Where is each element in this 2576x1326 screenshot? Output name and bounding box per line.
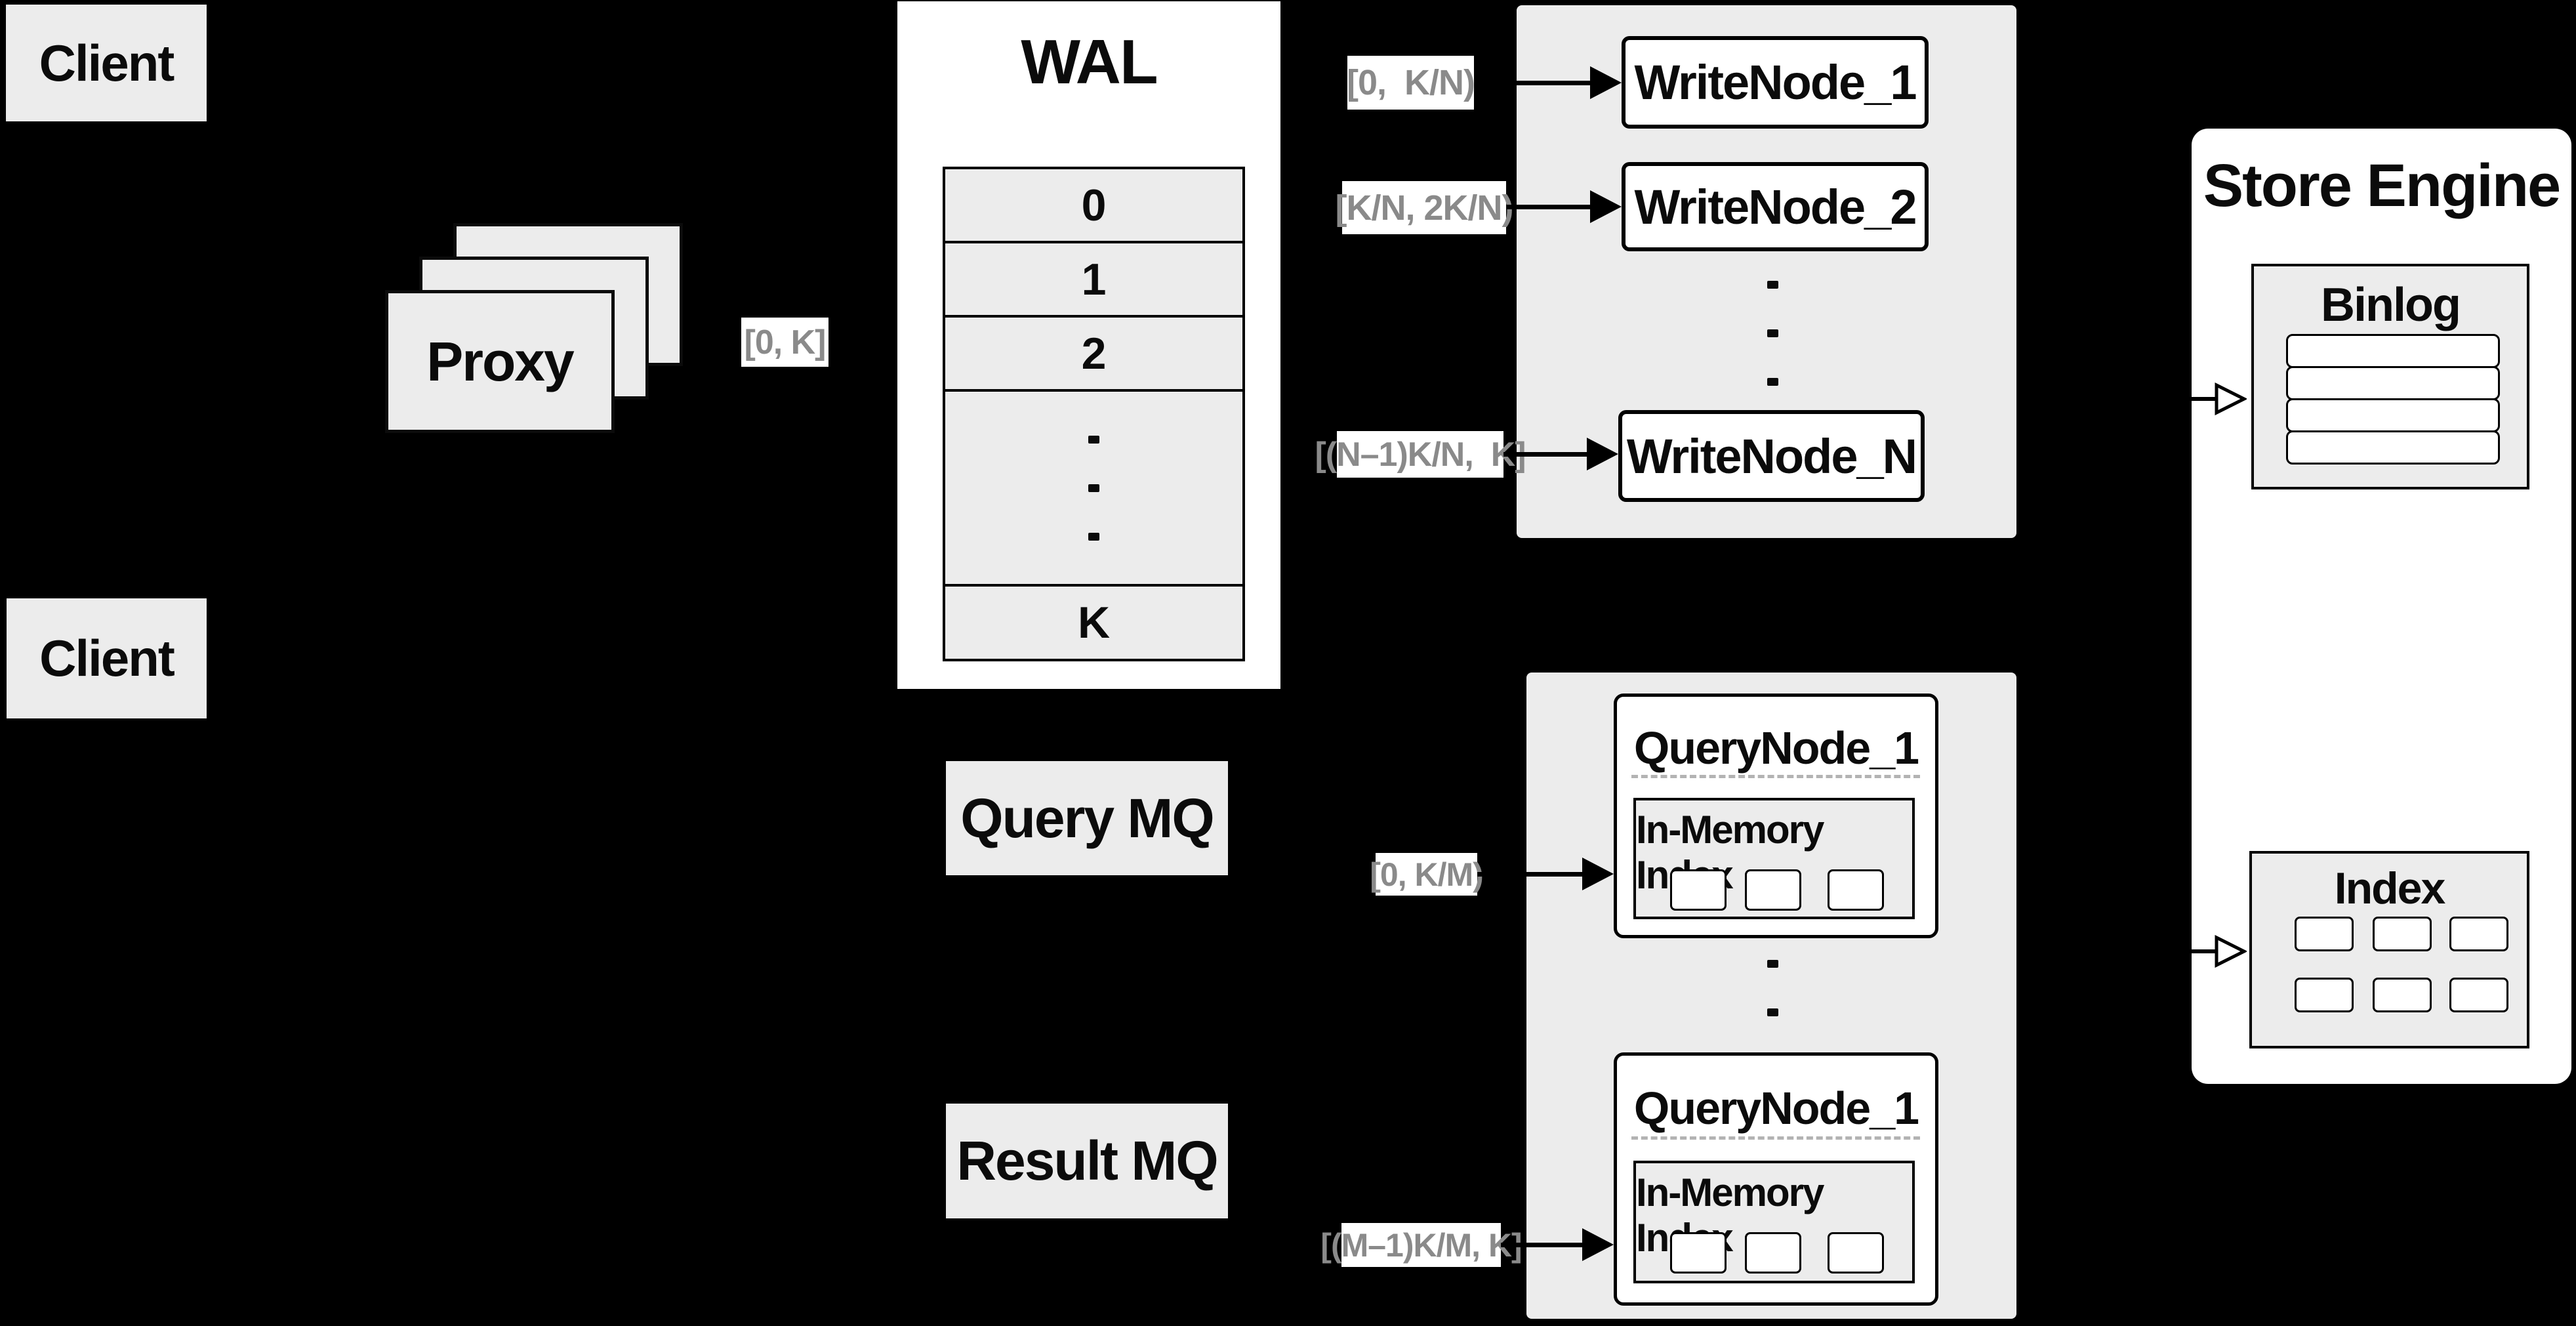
write-node-1-label: WriteNode_1 — [1634, 55, 1917, 110]
range-label-write-n: [(N–1)K/N, K] — [1315, 431, 1526, 478]
segment-cell — [1828, 869, 1884, 911]
result-mq-box: Result MQ — [946, 1104, 1228, 1218]
range-label-write-2: [K/N, 2K/N) — [1336, 181, 1514, 234]
range-label-proxy-out: [0, K] — [741, 318, 828, 367]
arrow-write-1 — [1474, 81, 1590, 85]
open-arrow-index-icon — [2186, 935, 2247, 968]
open-arrow-binlog-icon — [2186, 383, 2247, 415]
store-engine-title: Store Engine — [2203, 152, 2561, 219]
query-node-bottom-title: QueryNode_1 — [1633, 1083, 1919, 1134]
binlog-row-1 — [2286, 334, 2500, 368]
range-label-write-1: [0, K/N) — [1347, 56, 1475, 110]
range-label-query-m: [(M–1)K/M, K] — [1320, 1223, 1523, 1267]
wal-ellipsis-icon — [1088, 435, 1099, 541]
index-box: Index — [2249, 851, 2529, 1048]
query-node-bottom: QueryNode_1 In-Memory Index — [1614, 1052, 1938, 1306]
wal-row-k: K — [945, 584, 1242, 659]
segment-cell — [1670, 869, 1727, 911]
wal-title: WAL — [1021, 27, 1158, 97]
proxy-box-front: Proxy — [385, 290, 615, 433]
segment-cell — [1745, 869, 1801, 911]
arrowhead-write-2-icon — [1590, 190, 1622, 223]
index-cell — [2295, 917, 2354, 951]
range-label-query-1: [0, K/M) — [1370, 853, 1484, 896]
segment-cell — [1745, 1232, 1801, 1274]
arrowhead-write-n-icon — [1587, 438, 1618, 470]
in-memory-index-bottom: In-Memory Index — [1633, 1161, 1915, 1283]
store-engine-container: Store Engine Binlog Index — [2192, 129, 2571, 1084]
binlog-row-3 — [2286, 398, 2500, 432]
query-mq-label: Query MQ — [960, 787, 1214, 849]
segment-cell — [1828, 1232, 1884, 1274]
arrow-write-n — [1503, 452, 1587, 457]
client-top-label: Client — [39, 33, 175, 92]
write-node-1: WriteNode_1 — [1622, 36, 1929, 129]
arrow-query-1 — [1477, 872, 1582, 877]
arrowhead-write-1-icon — [1590, 66, 1622, 99]
wal-table: 0 1 2 K — [943, 167, 1245, 661]
write-node-n-label: WriteNode_N — [1626, 428, 1917, 484]
arrow-query-m — [1501, 1243, 1582, 1247]
client-bottom-label: Client — [39, 629, 175, 687]
index-cell — [2295, 978, 2354, 1012]
write-node-2-label: WriteNode_2 — [1634, 179, 1917, 234]
index-cell — [2373, 917, 2432, 951]
write-node-n: WriteNode_N — [1618, 410, 1925, 502]
query-group-ellipsis-icon — [1767, 960, 1778, 1065]
client-box-top: Client — [6, 5, 207, 121]
index-cell — [2373, 978, 2432, 1012]
arrowhead-query-m-icon — [1582, 1228, 1614, 1261]
binlog-row-2 — [2286, 366, 2500, 400]
wal-row-2: 2 — [945, 315, 1242, 389]
index-title: Index — [2334, 863, 2446, 913]
wal-container: WAL 0 1 2 K — [897, 1, 1280, 689]
write-group-ellipsis-icon — [1767, 281, 1778, 386]
wal-row-0: 0 — [945, 167, 1242, 241]
binlog-title: Binlog — [2321, 279, 2461, 331]
arrowhead-query-1-icon — [1582, 858, 1614, 890]
query-node-top-divider — [1631, 775, 1920, 778]
proxy-label: Proxy — [426, 330, 574, 392]
result-mq-label: Result MQ — [956, 1130, 1218, 1191]
query-node-top-title: QueryNode_1 — [1633, 722, 1919, 774]
query-mq-box: Query MQ — [946, 761, 1228, 875]
in-memory-index-bottom-title: In-Memory Index — [1636, 1171, 1824, 1260]
query-node-bottom-divider — [1631, 1136, 1920, 1140]
query-node-top: QueryNode_1 In-Memory Index — [1614, 694, 1938, 938]
index-cell — [2449, 917, 2508, 951]
write-node-2: WriteNode_2 — [1622, 162, 1929, 251]
binlog-row-4 — [2286, 430, 2500, 465]
in-memory-index-top: In-Memory Index — [1633, 798, 1915, 919]
wal-row-dots — [945, 389, 1242, 584]
segment-cell — [1670, 1232, 1727, 1274]
binlog-box: Binlog — [2251, 264, 2529, 489]
client-box-bottom: Client — [7, 598, 207, 718]
wal-row-1: 1 — [945, 241, 1242, 315]
index-cell — [2449, 978, 2508, 1012]
arrow-write-2 — [1506, 205, 1590, 209]
